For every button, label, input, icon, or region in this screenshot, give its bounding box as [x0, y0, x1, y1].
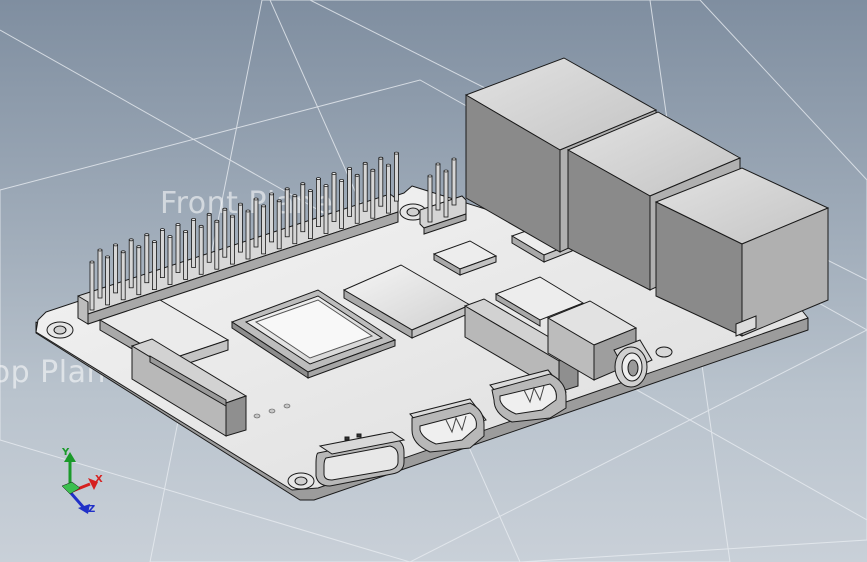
- triad-z-axis: [68, 491, 90, 514]
- triad-y-label: Y: [62, 447, 70, 458]
- gpio-pins: [89, 151, 399, 311]
- usb-c-port: [315, 431, 406, 487]
- micro-hdmi-port-0: [409, 398, 487, 453]
- soc-chip: [230, 289, 397, 379]
- right-plane-outline: [269, 0, 867, 562]
- triad-origin-cube: [61, 481, 81, 495]
- small-capacitor: [655, 346, 673, 358]
- micro-hdmi-port-1: [489, 369, 567, 423]
- small-header-pins: [427, 157, 457, 223]
- triad-x-label: X: [95, 474, 103, 485]
- ram-chip: [342, 264, 472, 339]
- small-chip: [432, 240, 498, 276]
- usb-controller-chip: [494, 276, 585, 327]
- audio-jack: [546, 300, 653, 388]
- display-connector: [130, 338, 248, 437]
- top-plane-outline: [0, 79, 867, 562]
- ethernet-port: [654, 167, 830, 337]
- status-leds: [253, 403, 291, 419]
- triad-z-label: Z: [88, 504, 96, 515]
